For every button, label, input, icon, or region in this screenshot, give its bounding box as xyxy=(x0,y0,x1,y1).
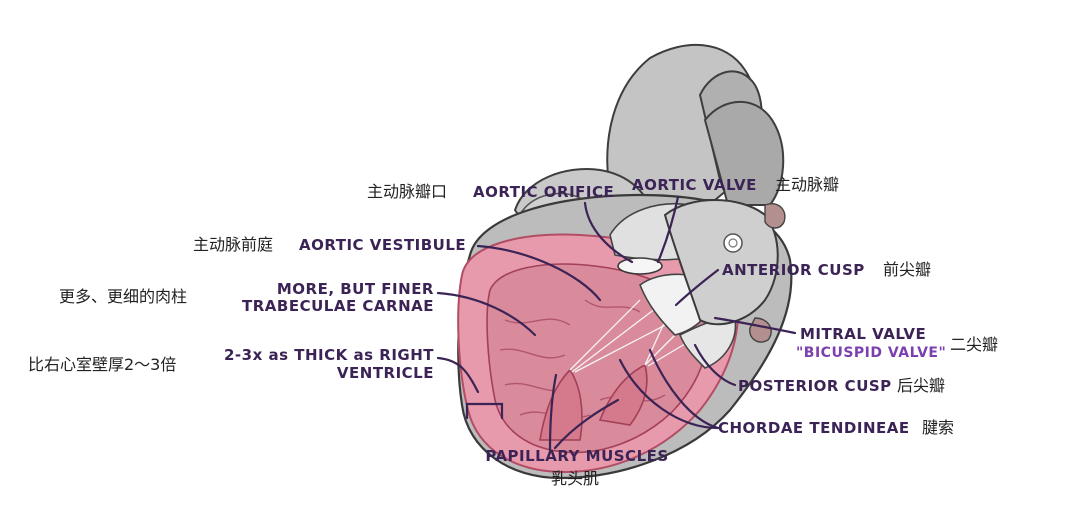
coronary-opening-inner xyxy=(728,238,738,248)
pulmonary-trunk xyxy=(703,100,785,206)
papillary-cn: 乳头肌 xyxy=(550,469,599,488)
leader-posterior-cusp xyxy=(693,343,737,387)
mitral-valve-en: MITRAL VALVE xyxy=(800,325,927,343)
right-knob-lower xyxy=(749,317,772,343)
posterior-cusp-en: POSTERIOR CUSP xyxy=(738,377,892,395)
posterior-cusp-cn: 后尖瓣 xyxy=(897,376,946,395)
leader-papillary-right xyxy=(553,398,620,450)
leader-chordae-2 xyxy=(618,358,720,430)
trabecula xyxy=(504,318,571,326)
leader-wall-bracket xyxy=(465,402,504,420)
leader-aortic-vestibule xyxy=(476,244,602,302)
aortic-vestibule-en: AORTIC VESTIBULE xyxy=(299,236,467,254)
leader-aortic-valve xyxy=(656,195,680,264)
trabeculae-cn: 更多、更细的肉柱 xyxy=(59,287,188,306)
aortic-valve-cn: 主动脉瓣 xyxy=(775,175,840,194)
trabeculae-en-line2: TRABECULAE CARNAE xyxy=(242,297,434,315)
chorda xyxy=(571,304,661,373)
leader-mitral-valve xyxy=(713,316,797,335)
chordae-cn: 腱索 xyxy=(922,418,955,437)
wall-thickness-cn: 比右心室壁厚2～3倍 xyxy=(28,355,177,374)
papillary-muscle-right xyxy=(598,363,648,426)
wall-thickness-en-line2: VENTRICLE xyxy=(336,364,434,382)
leader-aortic-orifice xyxy=(583,201,634,264)
aortic-valve-en: AORTIC VALVE xyxy=(632,176,757,194)
leader-anterior-cusp xyxy=(674,268,720,307)
aortic-valve-ring xyxy=(663,199,779,326)
chorda xyxy=(569,299,641,371)
aortic-orifice-shape xyxy=(617,257,663,275)
leader-chordae xyxy=(648,348,720,430)
aortic-orifice-cn: 主动脉瓣口 xyxy=(367,182,448,201)
trabecula xyxy=(499,348,566,359)
anterior-cusp-cn: 前尖瓣 xyxy=(883,260,932,279)
mitral-valve-sub: "BICUSPID VALVE" xyxy=(796,345,947,361)
papillary-en: PAPILLARY MUSCLES xyxy=(485,447,669,465)
wall-thickness-en-line1: 2-3x as THICK as RIGHT xyxy=(224,346,434,364)
trabecula xyxy=(584,299,641,313)
mitral-valve-cn: 二尖瓣 xyxy=(950,335,999,354)
chorda xyxy=(574,319,676,373)
leader-lines xyxy=(436,195,797,452)
leader-wall-thickness xyxy=(436,356,480,394)
coronary-opening xyxy=(723,233,743,253)
leader-papillary-left xyxy=(548,373,558,452)
aortic-vestibule-cn: 主动脉前庭 xyxy=(193,235,274,254)
right-knob xyxy=(764,203,786,229)
chordae-en: CHORDAE TENDINEAE xyxy=(718,419,910,437)
leader-trabeculae xyxy=(436,291,537,337)
trabeculae-en-line1: MORE, BUT FINER xyxy=(276,280,434,298)
aortic-orifice-en: AORTIC ORIFICE xyxy=(473,183,615,201)
anterior-cusp-en: ANTERIOR CUSP xyxy=(722,261,865,279)
